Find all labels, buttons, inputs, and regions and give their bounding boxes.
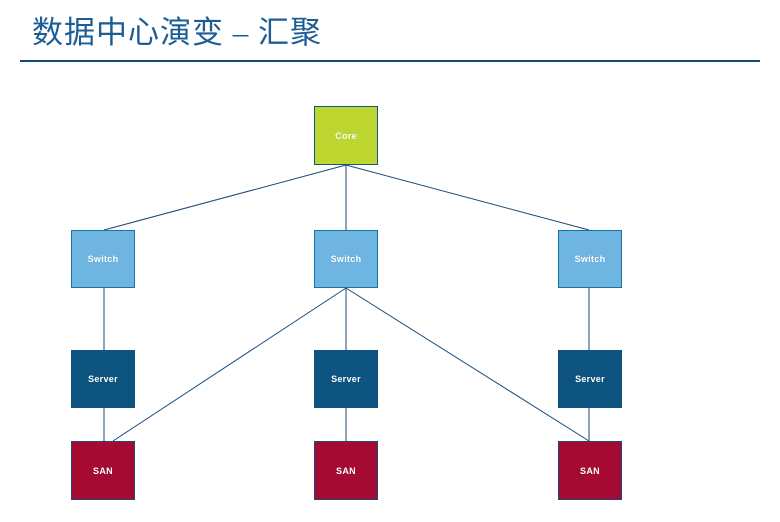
title-divider xyxy=(20,60,760,62)
node-label-switch-r: Switch xyxy=(574,254,606,264)
node-switch-l[interactable]: Switch xyxy=(71,230,135,288)
node-san-l[interactable]: SAN xyxy=(71,441,135,500)
node-label-switch-c: Switch xyxy=(330,254,362,264)
edge-core-to-switch-r xyxy=(345,164,590,231)
node-switch-c[interactable]: Switch xyxy=(314,230,378,288)
node-server-l[interactable]: Server xyxy=(71,350,135,408)
node-label-server-l: Server xyxy=(88,374,118,384)
page-title: 数据中心演变 – 汇聚 xyxy=(32,15,322,50)
node-label-core: Core xyxy=(335,130,357,141)
edge-switch-c-to-san-r xyxy=(345,287,590,442)
node-label-san-c: SAN xyxy=(336,465,356,476)
node-label-san-r: SAN xyxy=(580,465,600,476)
node-server-c[interactable]: Server xyxy=(314,350,378,408)
node-core[interactable]: Core xyxy=(314,106,378,165)
node-san-c[interactable]: SAN xyxy=(314,441,378,500)
node-san-r[interactable]: SAN xyxy=(558,441,622,500)
node-switch-r[interactable]: Switch xyxy=(558,230,622,288)
node-server-r[interactable]: Server xyxy=(558,350,622,408)
node-label-server-r: Server xyxy=(575,374,605,384)
node-label-server-c: Server xyxy=(331,374,361,384)
edge-core-to-switch-l xyxy=(103,164,347,231)
edge-switch-c-to-san-l xyxy=(112,287,347,442)
node-label-switch-l: Switch xyxy=(87,254,119,264)
node-label-san-l: SAN xyxy=(93,465,113,476)
